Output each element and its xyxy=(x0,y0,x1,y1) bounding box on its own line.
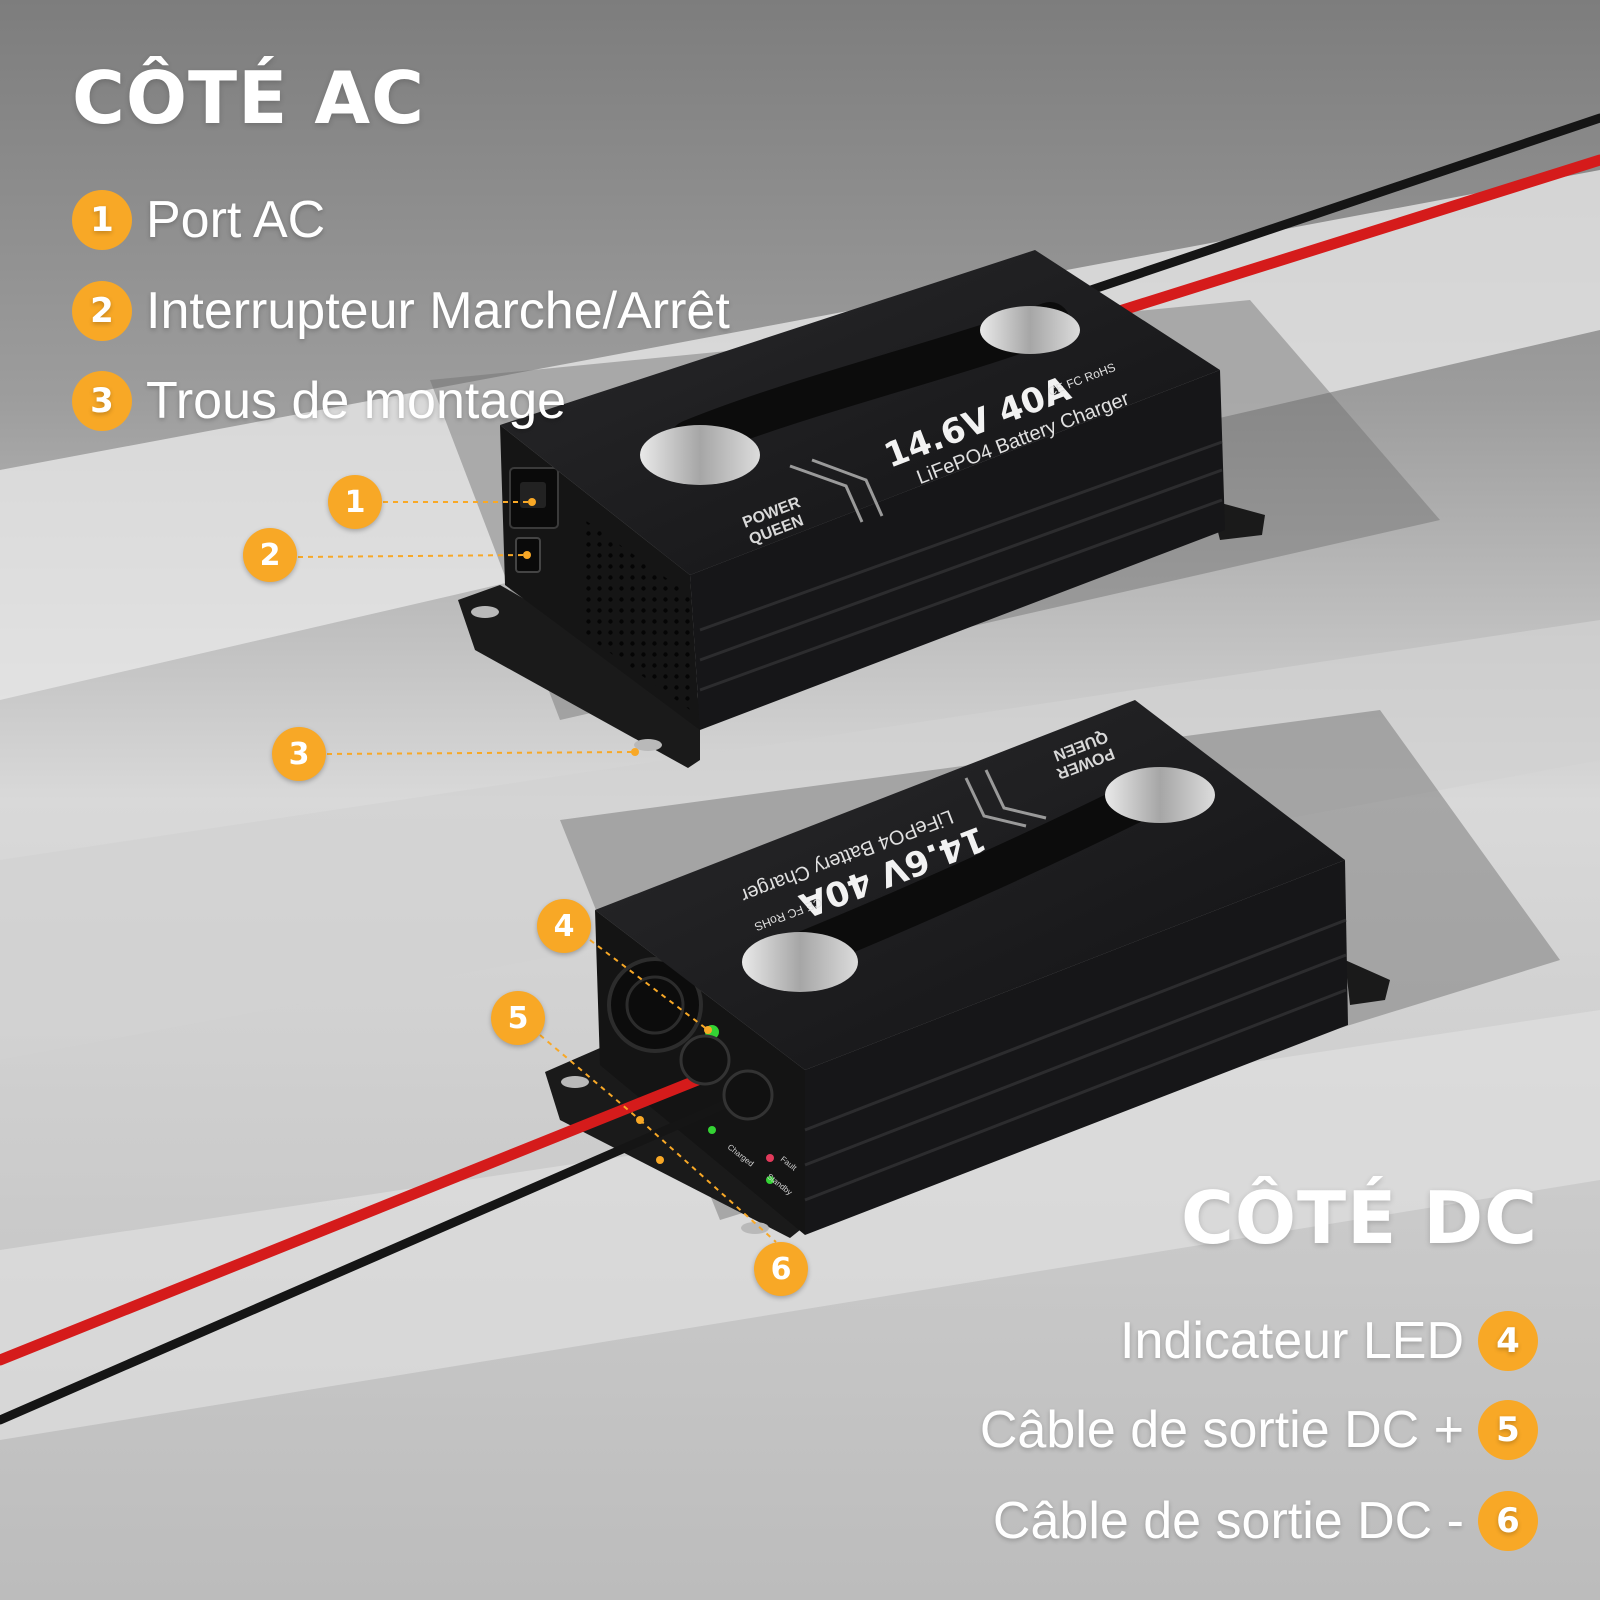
leader-line-2 xyxy=(297,554,528,558)
handle-cap xyxy=(742,932,858,992)
number-badge: 4 xyxy=(1478,1311,1538,1371)
mounting-flange xyxy=(458,585,700,768)
legend-label: Interrupteur Marche/Arrêt xyxy=(146,282,730,340)
callout-badge-4: 4 xyxy=(537,899,591,953)
leader-line-6 xyxy=(639,1119,777,1243)
callout-badge-1: 1 xyxy=(328,475,382,529)
dc-negative-cable-upper xyxy=(1080,113,1600,297)
cooling-fan-ring xyxy=(625,975,685,1035)
legend-item-dc-negative-cable: Câble de sortie DC - 6 xyxy=(993,1491,1538,1551)
chevron-graphic xyxy=(984,769,1047,820)
number-badge: 3 xyxy=(72,371,132,431)
number-badge: 6 xyxy=(1478,1491,1538,1551)
legend-label: Câble de sortie DC + xyxy=(979,1401,1464,1459)
legend-label: Câble de sortie DC - xyxy=(992,1492,1464,1550)
number-badge: 5 xyxy=(1478,1400,1538,1460)
side-panel xyxy=(805,860,1348,1235)
chevron-graphic xyxy=(789,464,864,523)
side-rib xyxy=(699,468,1223,662)
side-rib xyxy=(804,988,1347,1202)
charger-ac-side: POWER QUEEN 14.6V 40A CE FC RoHS LiFePO4… xyxy=(458,250,1265,768)
legend-label: Trous de montage xyxy=(146,372,567,430)
dc-side-heading: CÔTÉ DC xyxy=(1180,1176,1538,1260)
leader-dot xyxy=(528,498,536,506)
leader-dot xyxy=(704,1026,712,1034)
side-rib xyxy=(804,953,1347,1167)
legend-item-power-switch: 2 Interrupteur Marche/Arrêt xyxy=(72,281,730,341)
leader-line-4 xyxy=(589,939,709,1031)
leader-dot xyxy=(523,551,531,559)
side-panel xyxy=(690,370,1225,730)
dc-positive-cable-upper xyxy=(1104,154,1600,320)
leader-dot xyxy=(636,1116,644,1124)
leader-dot xyxy=(631,748,639,756)
side-rib xyxy=(699,498,1223,692)
cooling-fan xyxy=(607,957,703,1053)
leader-dot xyxy=(656,1156,664,1164)
led-standby xyxy=(766,1176,774,1184)
handle-cap xyxy=(640,425,760,485)
ac-side-heading: CÔTÉ AC xyxy=(72,56,425,140)
mounting-hole xyxy=(561,1076,589,1088)
chevron-graphic xyxy=(964,777,1027,828)
chevron-graphic xyxy=(811,458,884,517)
led-charged xyxy=(708,1126,716,1134)
mounting-hole xyxy=(741,1222,769,1234)
cable-gland-positive xyxy=(679,1034,731,1086)
led-fault xyxy=(766,1154,774,1162)
leader-line-5 xyxy=(539,1034,641,1121)
callout-badge-2: 2 xyxy=(243,528,297,582)
legend-item-ac-port: 1 Port AC xyxy=(72,190,325,250)
legend-item-led-indicator: Indicateur LED 4 xyxy=(1120,1311,1538,1371)
charger-dc-side: Charged Fault Standby POWER QUEEN 14.6V … xyxy=(545,700,1390,1238)
number-badge: 1 xyxy=(72,190,132,250)
cable-gland-negative xyxy=(722,1069,774,1121)
legend-label: Port AC xyxy=(146,191,326,249)
leader-line-3 xyxy=(326,751,636,755)
legend-item-dc-positive-cable: Câble de sortie DC + 5 xyxy=(980,1400,1538,1460)
mounting-flange xyxy=(1345,960,1390,1005)
mounting-flange xyxy=(545,1048,800,1238)
callout-badge-5: 5 xyxy=(491,991,545,1045)
legend-item-mounting-holes: 3 Trous de montage xyxy=(72,371,566,431)
handle-cap xyxy=(980,306,1080,354)
dc-positive-cable xyxy=(0,1069,716,1366)
side-rib xyxy=(699,440,1223,632)
side-rib xyxy=(804,918,1347,1132)
callout-badge-3: 3 xyxy=(272,727,326,781)
mounting-hole xyxy=(634,739,662,751)
dc-negative-cable xyxy=(0,1095,740,1425)
callout-badge-6: 6 xyxy=(754,1242,808,1296)
number-badge: 2 xyxy=(72,281,132,341)
handle-cap xyxy=(1105,767,1215,823)
vent-grille xyxy=(585,520,690,710)
legend-label: Indicateur LED xyxy=(1120,1312,1464,1370)
mounting-hole xyxy=(471,606,499,618)
